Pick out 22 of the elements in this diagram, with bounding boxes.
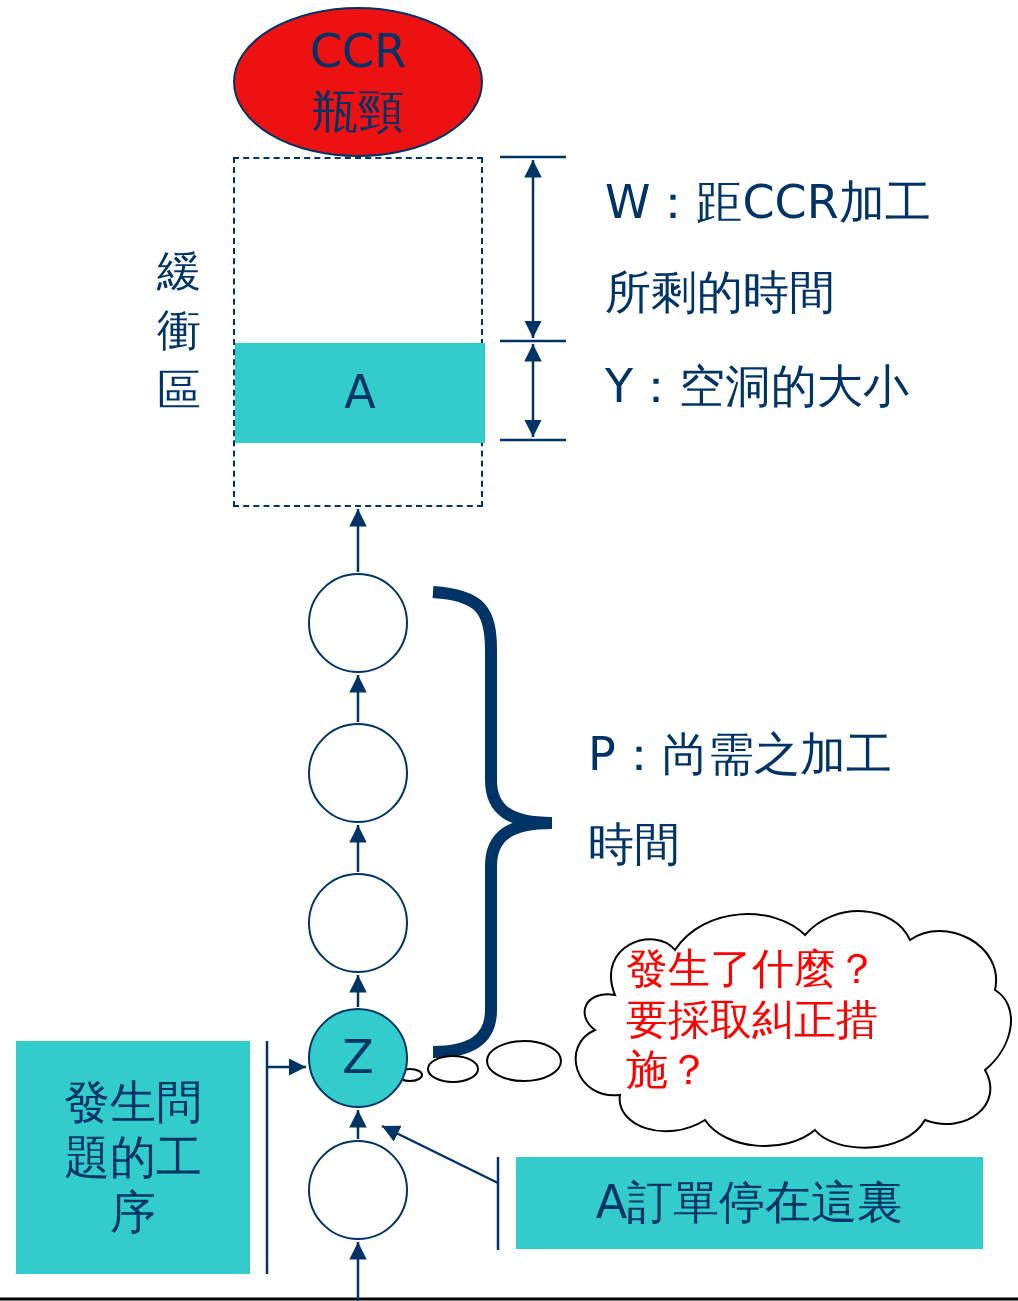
node-label: A訂單停在這裏	[595, 1175, 904, 1231]
arrow	[349, 1110, 367, 1139]
process-box	[16, 1041, 250, 1274]
annotation-text: Y：空洞的大小	[605, 358, 911, 415]
arrow	[267, 1058, 306, 1076]
process-box	[516, 1157, 983, 1249]
thought-text: 發生了什麼？要採取糾正措施？	[626, 944, 879, 1096]
arrow	[349, 825, 367, 872]
arrow	[349, 1242, 367, 1301]
buffer-label: 緩衝區	[157, 244, 201, 417]
arrow	[381, 1124, 499, 1185]
arrow	[349, 675, 367, 722]
process-box	[235, 343, 485, 443]
node-label: CCR瓶頸	[308, 23, 408, 140]
annotation-text: P：尚需之加工時間	[588, 726, 893, 873]
bottleneck-ellipse	[233, 7, 483, 157]
arrow	[349, 975, 367, 1007]
node-label: A	[344, 365, 376, 421]
node-label: Z	[342, 1030, 374, 1086]
annotation-text: W：距CCR加工所剩的時間	[605, 174, 932, 321]
node-label: 發生問題的工序	[63, 1074, 203, 1241]
arrow	[349, 509, 367, 572]
